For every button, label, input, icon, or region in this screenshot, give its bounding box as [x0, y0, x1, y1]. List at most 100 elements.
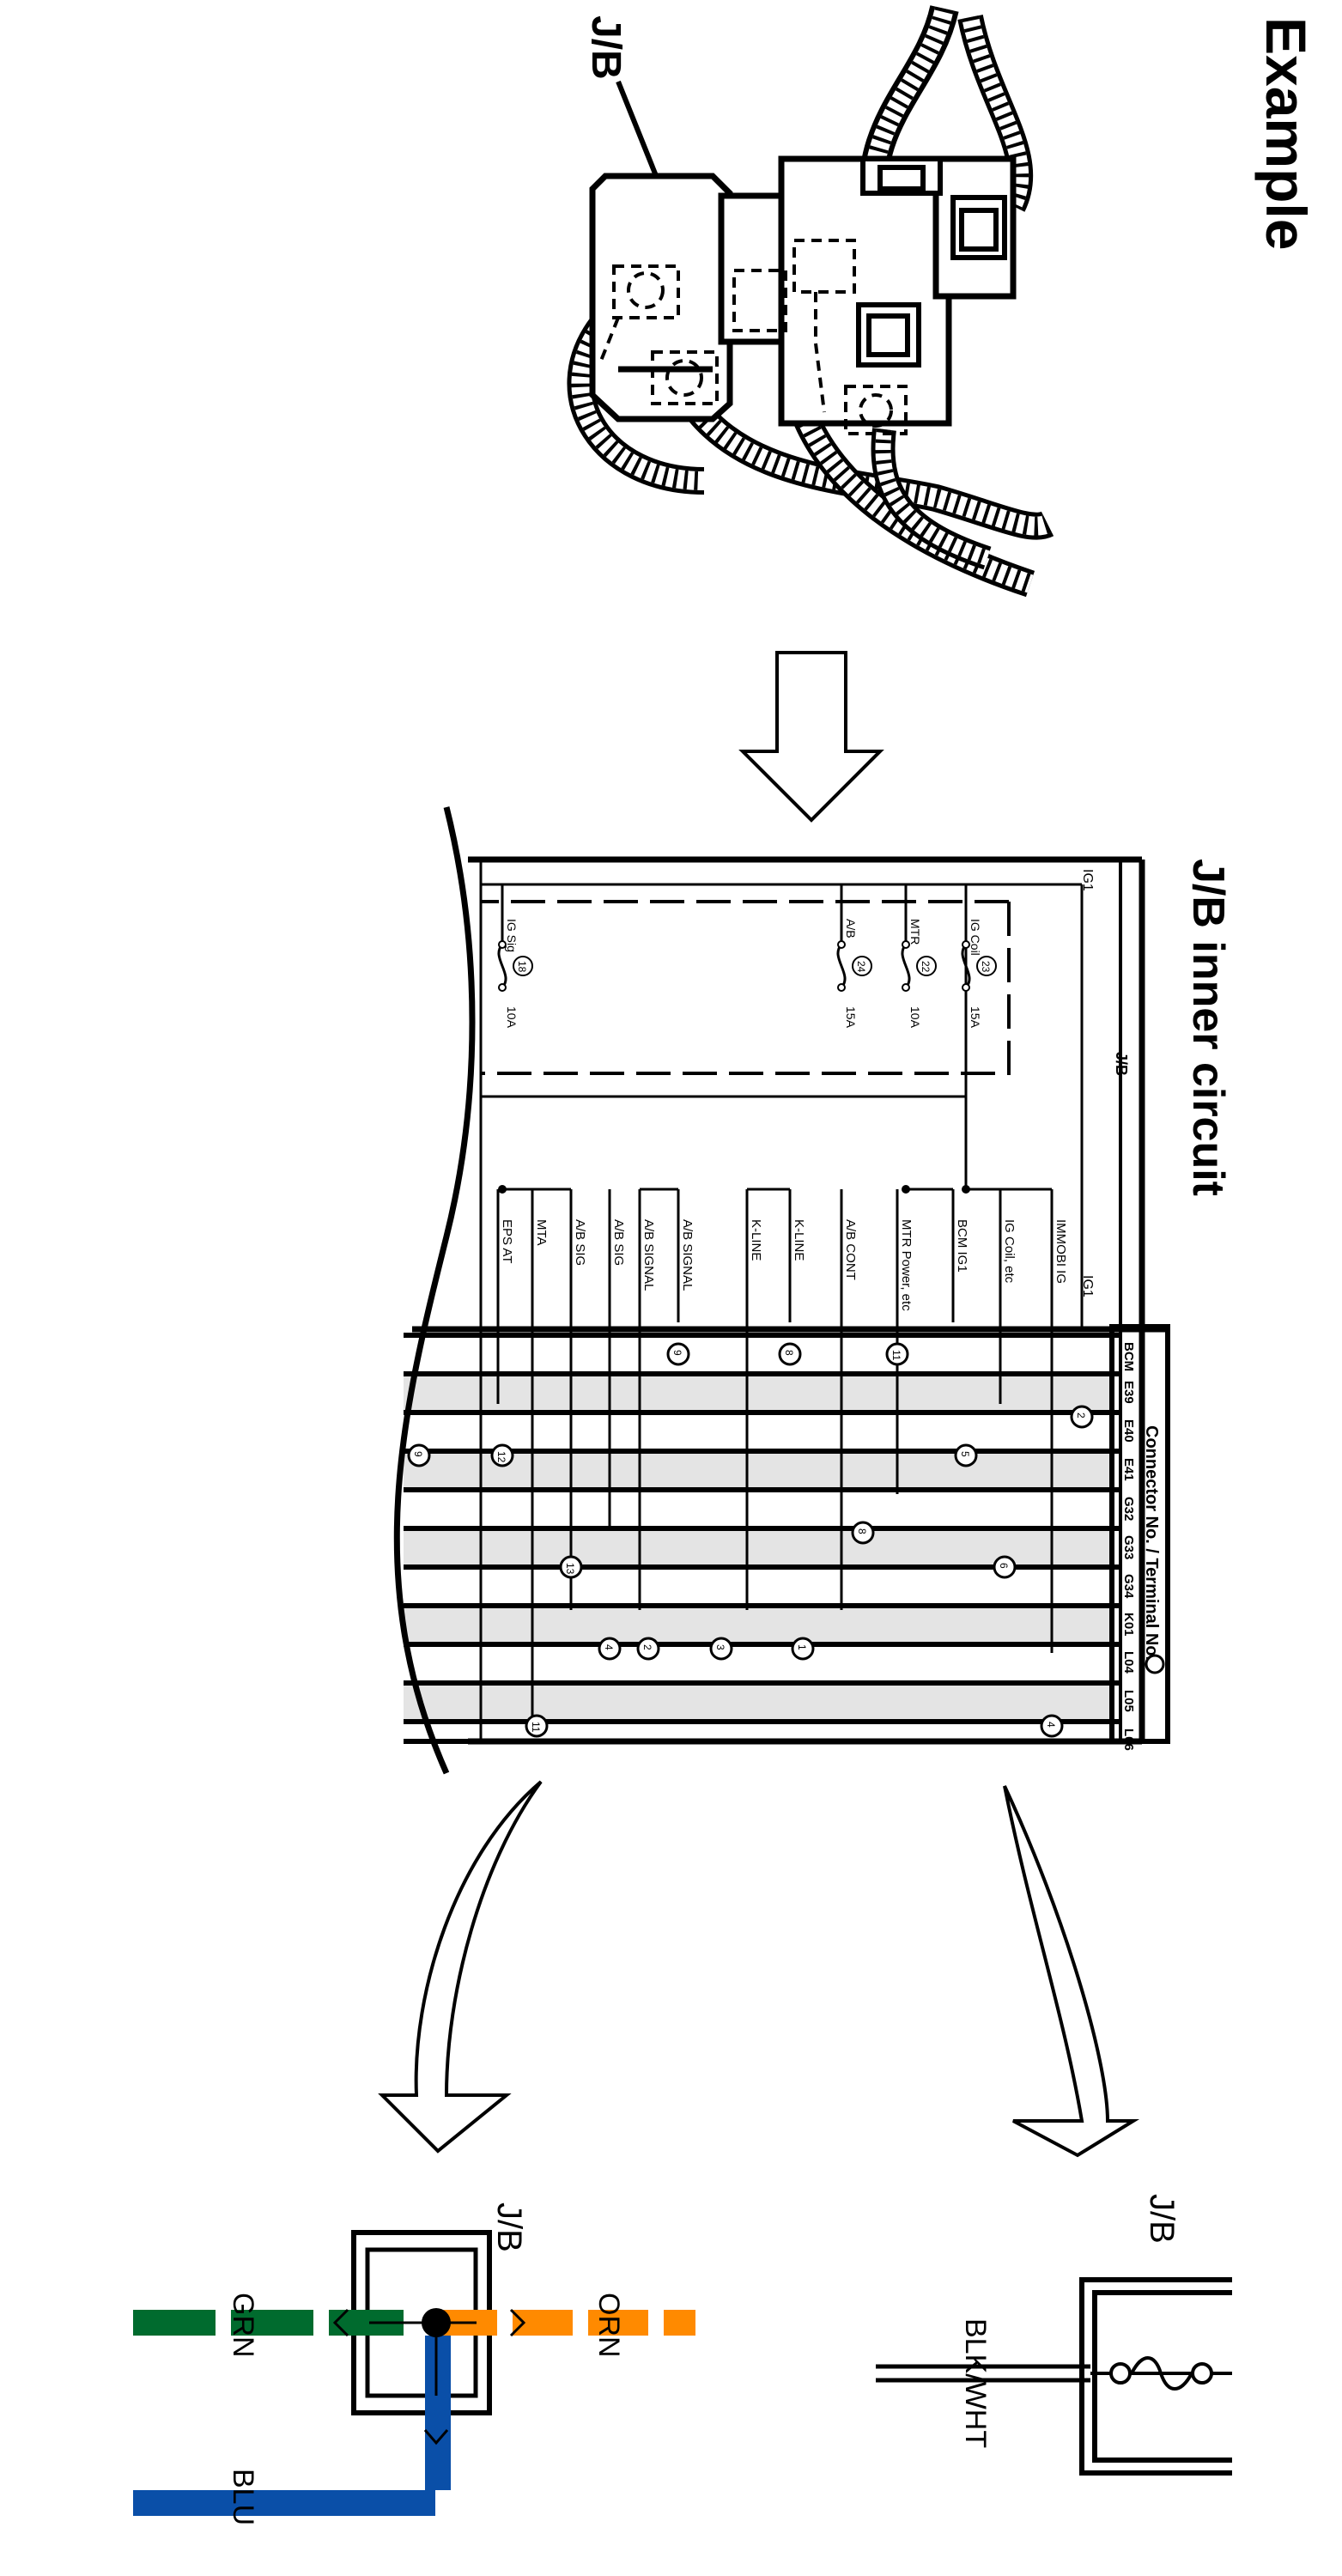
terminal-marker: 2 [1070, 1405, 1094, 1429]
connector-name: E41 [1121, 1458, 1136, 1481]
inner-circuit-section: J/B inner circuit IG1 IG1 J/B Connector … [393, 806, 1233, 1775]
terminal-marker: 8 [778, 1342, 802, 1366]
fuse-box-outline [481, 902, 1011, 1075]
blk-wht-label: BLK/WHT [959, 2318, 992, 2448]
curved-arrow-left [1003, 1785, 1140, 2158]
fuse-number: 23 [980, 961, 992, 973]
connector-header-label: Connector No. / Terminal No. [1142, 1425, 1161, 1661]
fuse-jb-label: J/B [1143, 2194, 1181, 2244]
example-title: Example [1254, 17, 1318, 250]
down-arrow [738, 651, 884, 823]
connector-band [404, 1606, 1112, 1644]
splice-diagram: J/B ORN GRN BLU [133, 2202, 695, 2525]
orn-label: ORN [592, 2293, 625, 2358]
circuit-label: EPS AT [500, 1219, 514, 1263]
terminal-marker: 11 [885, 1342, 909, 1366]
terminal-number: 1 [796, 1644, 808, 1650]
jb-box-label: J/B [1113, 1052, 1130, 1076]
circuit-frame [393, 806, 1170, 1775]
terminal-marker: 13 [559, 1555, 583, 1579]
connector-name: G34 [1121, 1574, 1136, 1599]
connector-bands [404, 1333, 1120, 1744]
blu-wire [133, 2336, 451, 2516]
terminal-number: 5 [959, 1451, 971, 1457]
circuit-label: A/B CONT [843, 1219, 858, 1280]
terminal-number: 11 [530, 1722, 542, 1733]
circuit-label: K-LINE [749, 1219, 763, 1261]
terminal-number: 4 [1045, 1722, 1057, 1728]
terminal-number: 9 [412, 1451, 424, 1457]
connector-name: E40 [1121, 1419, 1136, 1443]
circuit-label: MTR Power, etc [899, 1219, 914, 1311]
fuse-rating: 15A [969, 1006, 982, 1029]
circuit-label: A/B SIGNAL [641, 1219, 656, 1291]
connector-name: L06 [1121, 1728, 1136, 1751]
terminal-marker: 9 [666, 1342, 690, 1366]
connector-name: K01 [1121, 1613, 1136, 1637]
fuse-rating: 10A [505, 1006, 519, 1029]
terminal-number: 3 [714, 1644, 726, 1650]
fuse: 24 A/B 15A [836, 884, 872, 1029]
fuse-name: MTR [908, 919, 922, 945]
circuit-label: BCM IG1 [955, 1219, 969, 1273]
connector-header-circle [1145, 1654, 1165, 1674]
jb-callout-label: J/B [583, 15, 628, 80]
terminal-number: 13 [564, 1563, 576, 1575]
fuse-symbol-diagram: J/B BLK/WHT [876, 2194, 1232, 2476]
inner-circuit-title: J/B inner circuit [1183, 859, 1233, 1196]
fuse-name: IG Sig [505, 919, 519, 952]
connector-name: G33 [1121, 1535, 1136, 1559]
circuit-label: A/B SIGNAL [680, 1219, 695, 1291]
terminal-number: 8 [783, 1350, 795, 1356]
terminal-marker: 5 [954, 1443, 978, 1467]
fuse-number: 18 [516, 961, 528, 973]
fuse-name: A/B [844, 919, 858, 939]
hidden-components [599, 239, 908, 435]
terminal-number: 9 [671, 1350, 683, 1356]
ig1-left-label: IG1 [1080, 869, 1095, 891]
fuse-rating: 15A [844, 1006, 858, 1029]
terminal-number: 4 [603, 1644, 615, 1650]
connector-plugs [856, 156, 1007, 368]
terminal-marker: 9 [407, 1443, 431, 1467]
curved-arrow-right [378, 1780, 543, 2154]
terminal-marker: 2 [636, 1637, 660, 1661]
connector-name: L04 [1121, 1651, 1136, 1674]
terminal-number: 2 [641, 1644, 653, 1650]
connector-band [404, 1683, 1112, 1722]
circuit-label: IMMOBI IG [1054, 1219, 1068, 1284]
connector-name: G32 [1121, 1497, 1136, 1521]
splice-point [422, 2308, 451, 2337]
circuit-label: K-LINE [792, 1219, 806, 1261]
connector-band [404, 1451, 1112, 1490]
connector-name: E39 [1121, 1381, 1136, 1404]
fuse: 23 IG Coil 15A [961, 884, 997, 1029]
connector-band [404, 1374, 1112, 1413]
terminal-marker: 6 [993, 1555, 1017, 1579]
terminal-number: 11 [890, 1350, 902, 1361]
fuse: 18 IG Sig 10A [497, 884, 533, 1029]
ig1-right-label: IG1 [1080, 1275, 1095, 1297]
connector-band [404, 1528, 1112, 1567]
terminal-number: 8 [856, 1528, 868, 1534]
terminal-marker: 1 [791, 1637, 815, 1661]
terminal-marker: 8 [851, 1521, 875, 1545]
terminal-marker: 3 [709, 1637, 733, 1661]
connector-name: L05 [1121, 1690, 1136, 1712]
terminal-marker: 12 [490, 1443, 514, 1467]
circuit-label: MTA [534, 1219, 549, 1246]
grn-label: GRN [227, 2293, 259, 2358]
fuse-name: IG Coil [969, 919, 982, 956]
circuit-label: A/B SIG [573, 1219, 587, 1266]
terminal-number: 2 [1075, 1413, 1087, 1419]
fuse-number: 24 [855, 961, 867, 973]
terminal-number: 6 [998, 1563, 1010, 1569]
circuit-label: A/B SIG [611, 1219, 626, 1266]
example-section: Example J/B [567, 4, 1318, 598]
fuse-rating: 10A [908, 1006, 922, 1029]
